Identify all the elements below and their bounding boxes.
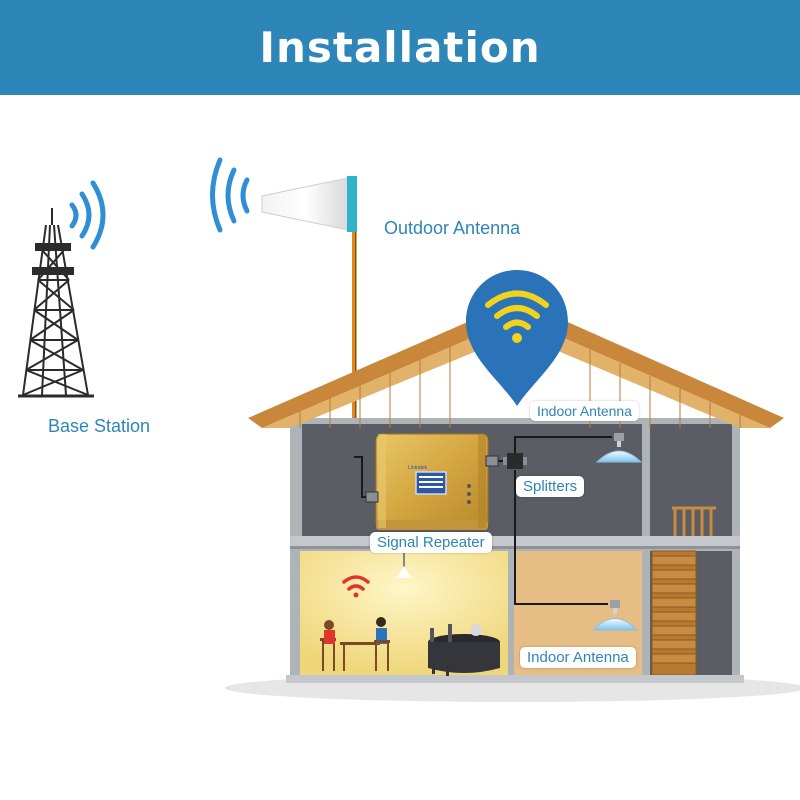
installation-diagram: Base Station Outdoor Antenna: [18, 157, 800, 702]
splitter-icon: [503, 453, 527, 469]
outdoor-antenna: [261, 176, 357, 457]
base-station-label: Base Station: [48, 416, 150, 436]
signal-repeater-device: Lintratek: [365, 433, 499, 530]
cell-tower-icon: [18, 208, 94, 398]
indoor-antenna-top-label: Indoor Antenna: [530, 401, 639, 421]
ceiling-antenna-icon: [591, 600, 639, 631]
dining-scene: [320, 617, 390, 671]
signal-waves-icon: [69, 180, 106, 250]
signal-repeater-label: Signal Repeater: [370, 532, 492, 553]
outdoor-antenna-label: Outdoor Antenna: [384, 218, 521, 238]
indoor-antenna-bottom-label: Indoor Antenna: [520, 647, 636, 668]
wifi-icon: [342, 575, 370, 591]
header-banner: Installation: [0, 0, 800, 95]
ceiling-antenna-icon: [595, 433, 643, 463]
wifi-icon-dot: [353, 592, 359, 598]
splitters-label: Splitters: [516, 476, 585, 497]
repeater-brand: Lintratek: [408, 465, 428, 471]
ceiling-lamp: [396, 551, 412, 578]
bar-counter: [428, 624, 500, 676]
wifi-location-pin-icon: [466, 270, 568, 406]
page-title: Installation: [259, 23, 541, 72]
signal-waves-icon: [210, 157, 250, 233]
